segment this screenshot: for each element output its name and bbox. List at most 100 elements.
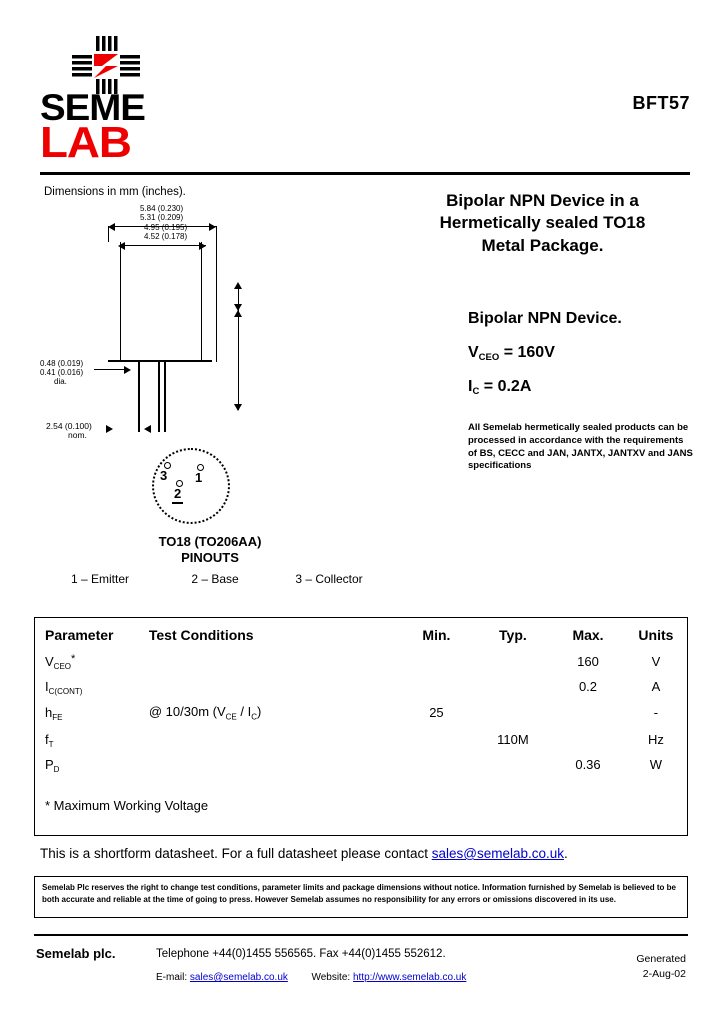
table-row: PD 0.36 W (35, 752, 687, 777)
dim-b-line (124, 245, 206, 246)
dim-a-arrow-right-icon (209, 223, 216, 231)
package-drawing: 5.84 (0.230) 5.31 (0.209) 4.95 (0.195) 4… (40, 200, 380, 600)
row-2-min: 25 (429, 705, 444, 721)
header-typ: Typ. (499, 627, 527, 643)
row-4-parameter: PD (35, 752, 149, 777)
row-3-units: Hz (647, 731, 664, 747)
spec-ic-subscript: C (472, 386, 480, 397)
table-footnote: * Maximum Working Voltage (45, 798, 209, 813)
pinout-legend-2: 2 – Base (191, 572, 239, 586)
header-min: Min. (422, 627, 451, 643)
dim-pitch-note: nom. (68, 430, 87, 440)
row-3-sym: f (45, 731, 49, 747)
dim-b-arrow-right-icon (199, 242, 206, 250)
pin-3-number: 3 (160, 468, 168, 483)
parameter-table: Parameter Test Conditions Min. Typ. Max.… (35, 618, 687, 777)
footer-divider (34, 934, 688, 936)
row-1-max: 0.2 (578, 679, 598, 694)
pin-1-number: 1 (195, 470, 203, 485)
device-title-line3: Metal Package. (481, 235, 604, 255)
row-2-sym: h (45, 705, 53, 721)
row-0-min (398, 649, 474, 674)
spec-vceo-symbol: V (468, 344, 479, 361)
package-body-outline (120, 242, 202, 361)
dim-a-line (112, 226, 216, 227)
logo-text-lab: LAB (40, 117, 132, 167)
device-title-line2: Hermetically sealed TO18 (439, 213, 646, 233)
footer-generated-date: 2-Aug-02 (642, 968, 686, 981)
header-divider (40, 172, 690, 175)
device-title: Bipolar NPN Device in a Hermetically sea… (395, 190, 690, 257)
pinout-title-line2: PINOUTS (181, 550, 239, 566)
spec-vceo: VCEO = 160V (468, 344, 555, 363)
footer-generated: Generated 2-Aug-02 (636, 952, 686, 982)
disclaimer-box: Semelab Plc reserves the right to change… (34, 876, 688, 918)
table-row: fT 110M Hz (35, 727, 687, 752)
shortform-text-after: . (563, 846, 568, 861)
row-3-sub: T (48, 739, 54, 749)
page-header: SEME LAB BFT57 (40, 30, 690, 175)
row-2-typ (475, 699, 552, 727)
dim-height-arrow-mid-down-icon (234, 304, 242, 311)
dimensions-note: Dimensions in mm (inches). (44, 186, 186, 198)
dim-a-ext-left (108, 226, 109, 242)
dim-a-arrow-left-icon (108, 223, 115, 231)
footer-email-label: E-mail: (156, 972, 188, 983)
row-0-conditions (149, 649, 398, 674)
row-1-sub: C(CONT) (48, 687, 83, 696)
lead-1 (138, 362, 140, 432)
row-0-sub: CEO (53, 662, 72, 671)
footer-company-name: Semelab plc. (36, 946, 116, 961)
footer-contact-links: E-mail: sales@semelab.co.uk Website: htt… (156, 972, 466, 983)
dim-lead-line (94, 369, 124, 370)
shortform-notice: This is a shortform datasheet. For a ful… (40, 846, 568, 861)
device-subtitle: Bipolar NPN Device. (468, 310, 622, 327)
row-2-units: - (653, 705, 659, 721)
row-4-conditions (149, 752, 398, 777)
dim-pitch-arrow-left-icon (144, 425, 151, 433)
row-4-sym: P (45, 756, 54, 772)
row-4-min (398, 752, 474, 777)
row-3-max (551, 727, 625, 752)
header-conditions: Test Conditions (148, 627, 254, 643)
row-2-max (551, 699, 625, 727)
footer-telephone: Telephone +44(0)1455 556565. Fax +44(0)1… (156, 948, 446, 960)
dim-b-max: 4.95 (0.195) (144, 223, 188, 232)
package-seating-plane (108, 360, 212, 362)
dim-a-max: 5.84 (0.230) (140, 204, 184, 213)
device-title-line1: Bipolar NPN Device in a (446, 191, 639, 210)
dim-b-min: 4.52 (0.178) (144, 232, 188, 241)
row-1-sym: I (45, 679, 49, 694)
row-3-typ: 110M (497, 731, 529, 747)
row-1-parameter: IC(CONT) (35, 674, 149, 699)
row-3-min (398, 727, 474, 752)
row-2-sub: FE (52, 713, 63, 723)
row-4-max: 0.36 (575, 756, 601, 772)
pinout-legend-3: 3 – Collector (295, 572, 363, 586)
row-0-parameter: VCEO* (35, 649, 149, 674)
pinout-legend-1: 1 – Emitter (70, 572, 130, 586)
row-0-sym: V (45, 654, 54, 669)
footer-website-label: Website: (311, 972, 351, 983)
certification-text: All Semelab hermetically sealed products… (468, 422, 693, 472)
pin-3-dot-icon (164, 462, 171, 469)
footer-email-link[interactable]: sales@semelab.co.uk (189, 972, 288, 983)
table-header-row: Parameter Test Conditions Min. Typ. Max.… (35, 618, 687, 649)
shortform-email-link[interactable]: sales@semelab.co.uk (431, 846, 564, 861)
table-row: IC(CONT) 0.2 A (35, 674, 687, 699)
parameter-table-body: VCEO* 160 V IC(CONT) 0.2 A hFE (35, 649, 687, 777)
spec-vceo-subscript: CEO (478, 352, 500, 363)
row-0-sup: * (71, 653, 76, 665)
pinout-title: TO18 (TO206AA) PINOUTS (40, 534, 380, 567)
row-4-sub: D (53, 764, 60, 774)
row-0-max: 160 (577, 654, 599, 669)
pin-2-number: 2 (174, 486, 182, 501)
pinout-title-line1: TO18 (TO206AA) (158, 534, 262, 549)
dim-a-ext-right (216, 226, 217, 362)
dim-height-arrow-top-icon (234, 282, 242, 289)
dim-a-min: 5.31 (0.209) (140, 213, 184, 222)
header-units: Units (638, 627, 674, 643)
row-4-units: W (649, 756, 663, 772)
dim-b-arrow-left-icon (118, 242, 125, 250)
footer-website-link[interactable]: http://www.semelab.co.uk (352, 972, 467, 983)
